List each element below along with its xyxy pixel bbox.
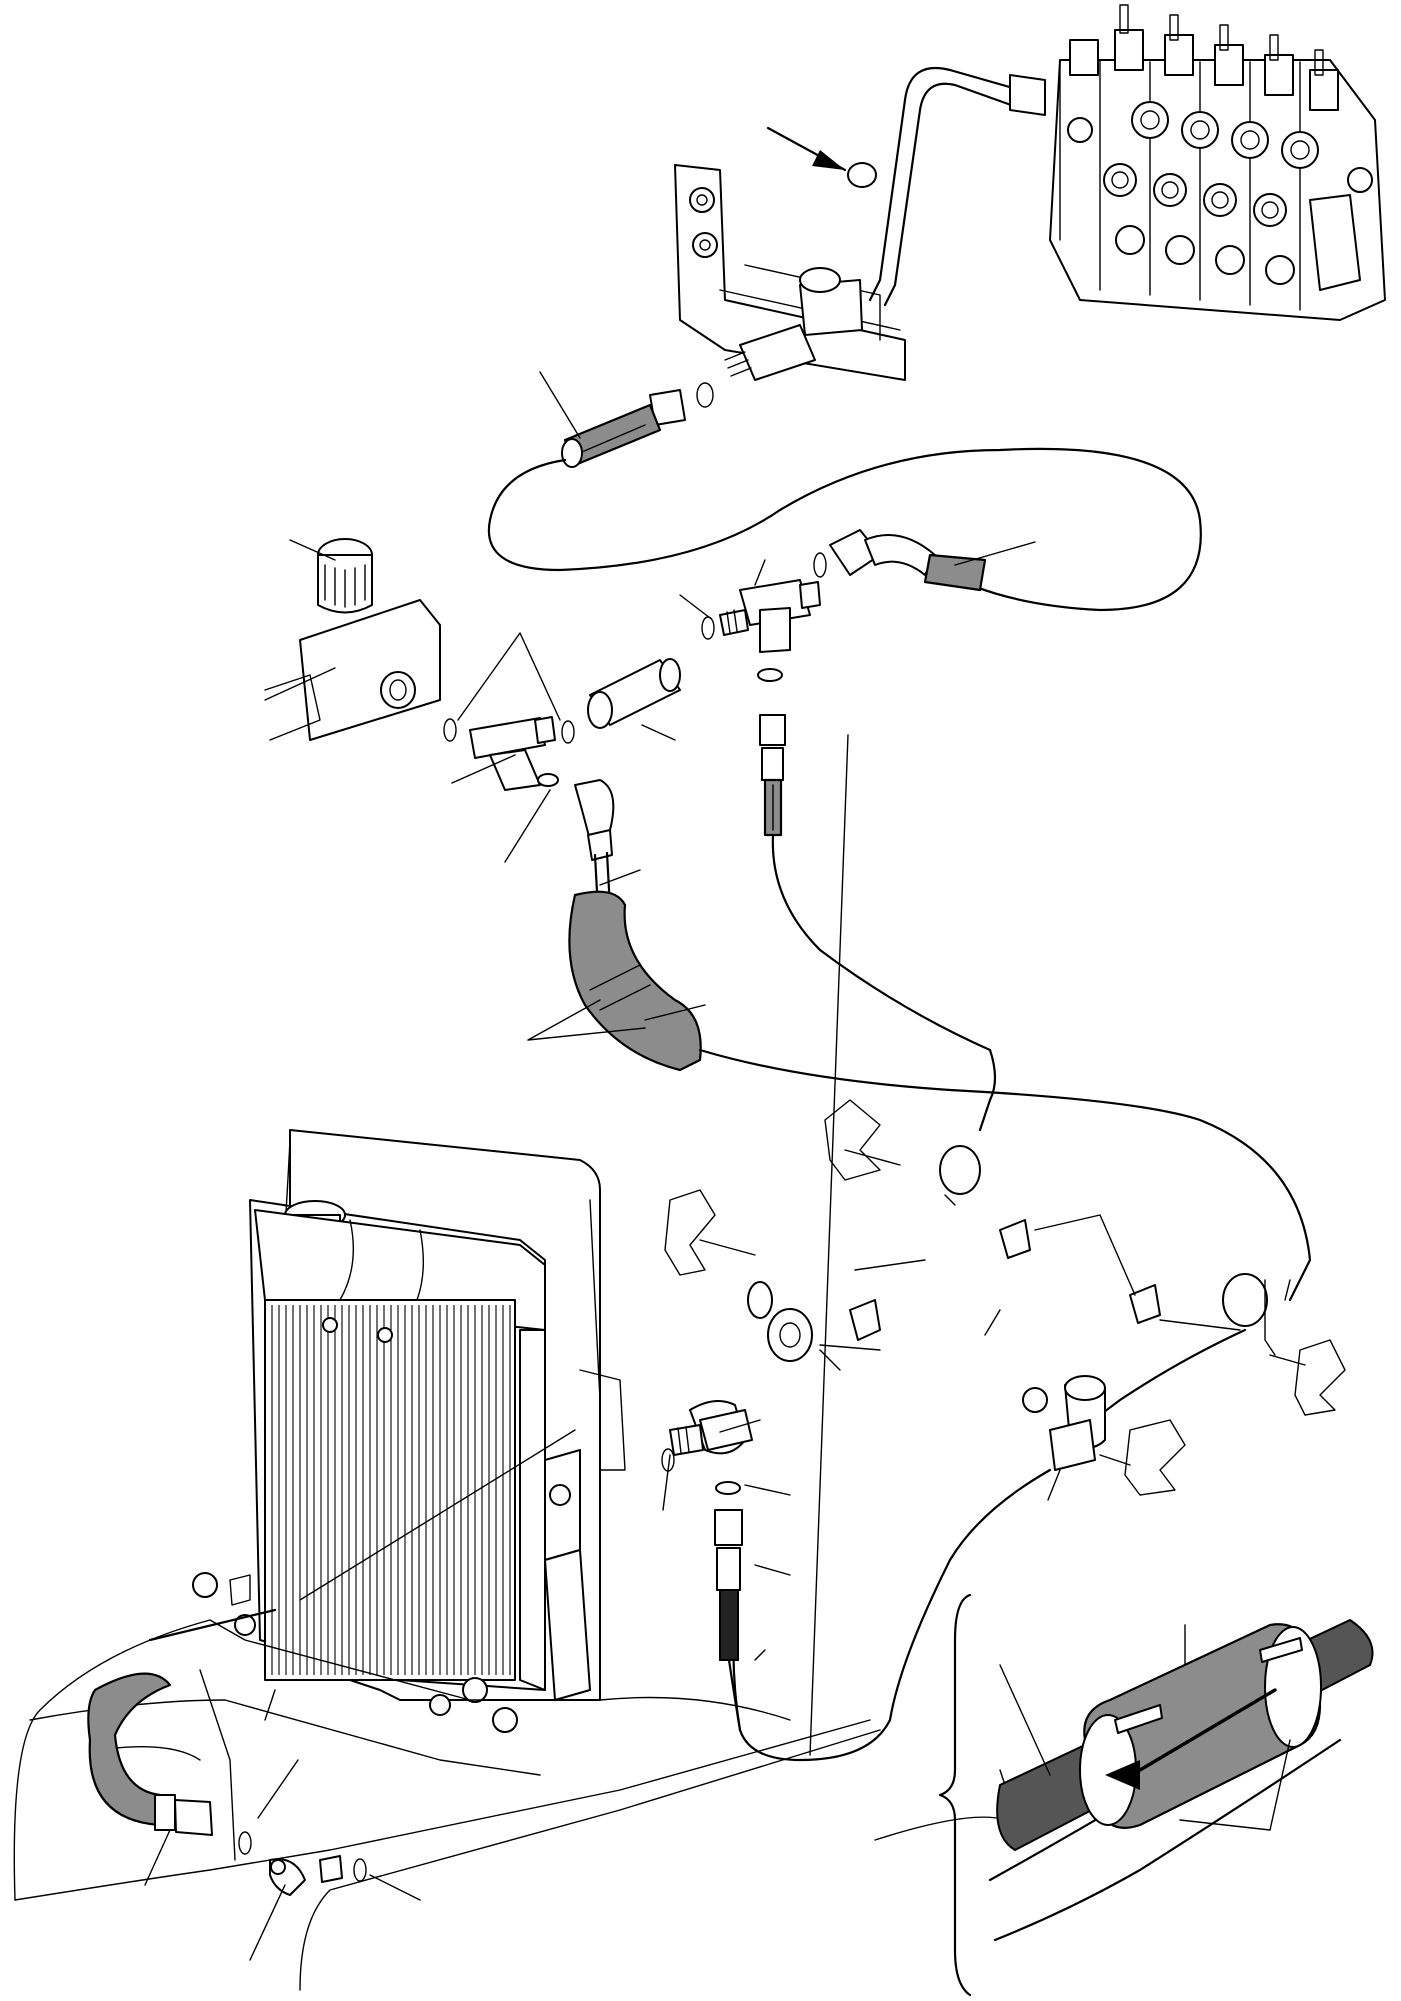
- location-arrow: [766, 126, 847, 172]
- upper-hose: [487, 447, 1202, 612]
- elbow-fitting-right: [813, 529, 987, 592]
- hose-clamp-a: [824, 1099, 981, 1206]
- chassis-frame: [13, 1619, 881, 1991]
- pipe-clip: [1022, 1375, 1186, 1496]
- cushion-a: [999, 1219, 1031, 1259]
- lower-hose: [698, 1048, 1312, 1302]
- hose-run-right: [1078, 1328, 1247, 1432]
- hose-clamp-b: [664, 1189, 813, 1362]
- vertical-hose-fitting: [759, 714, 786, 837]
- protective-sleeve: [568, 890, 702, 1072]
- cushion-b: [849, 1299, 881, 1341]
- detail-inset-sleeve-tie: [938, 1593, 1374, 1997]
- mounting-bracket: [674, 164, 906, 381]
- leader-line: [1034, 1214, 1136, 1296]
- hose-fitting-center: [714, 1509, 743, 1661]
- control-valve-bank: [1049, 4, 1386, 321]
- lower-left-hose: [87, 1608, 367, 1896]
- tee-fitting-lower: [443, 716, 615, 912]
- coupling-sleeve: [587, 658, 681, 729]
- radiator-core-fins: [271, 1305, 511, 1675]
- middle-hose: [771, 833, 997, 1132]
- leader-line: [1159, 1319, 1241, 1331]
- return-pipe: [847, 66, 1046, 307]
- cushion-c: [1129, 1284, 1161, 1324]
- upper-hose-fitting: [561, 382, 714, 468]
- leader-line: [819, 1344, 881, 1351]
- tee-fitting-upper: [701, 579, 821, 682]
- elbow-fitting-center: [661, 1400, 753, 1495]
- hydraulic-tank: [264, 538, 441, 741]
- radiator-assembly: [192, 1129, 626, 1733]
- center-hose: [727, 1658, 742, 1732]
- hose-clamp-c: [1222, 1273, 1346, 1416]
- callout-leaders: [144, 371, 1291, 1961]
